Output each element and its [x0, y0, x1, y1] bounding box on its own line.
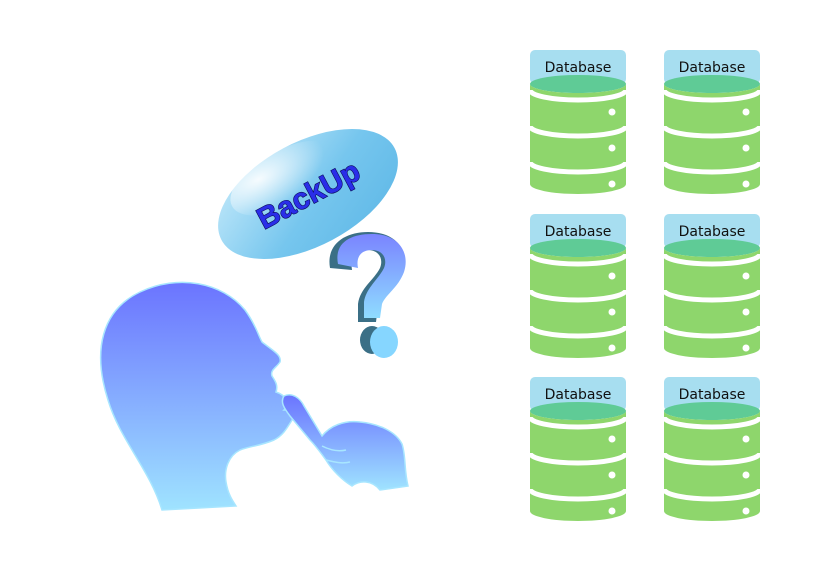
database-label: Database: [545, 224, 612, 240]
database-cylinder: Database: [661, 377, 763, 521]
database-cylinder: Database: [661, 214, 763, 358]
database-label: Database: [679, 387, 746, 403]
database-cylinder: Database: [527, 50, 629, 194]
backup-bubble: BackUp: [218, 129, 398, 259]
database-cylinder: Database: [527, 377, 629, 521]
database-label: Database: [545, 387, 612, 403]
question-mark-icon: [329, 232, 406, 358]
thinking-person-icon: [99, 281, 409, 511]
database-cylinder: Database: [527, 214, 629, 358]
database-cylinder: Database: [661, 50, 763, 194]
database-label: Database: [545, 60, 612, 76]
database-label: Database: [679, 60, 746, 76]
database-label: Database: [679, 224, 746, 240]
